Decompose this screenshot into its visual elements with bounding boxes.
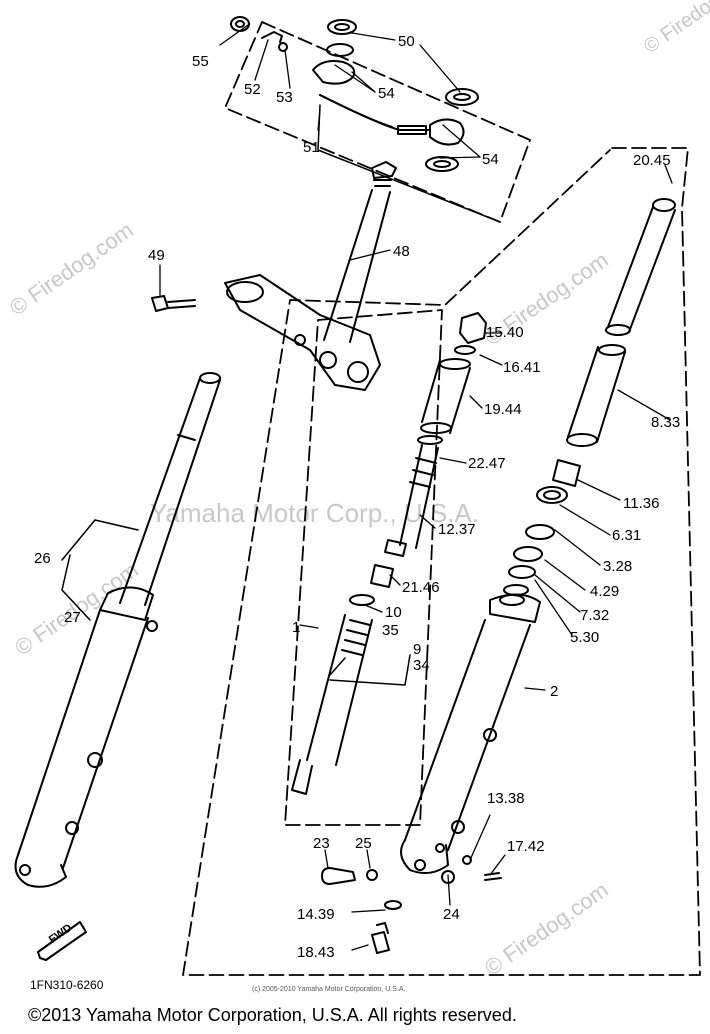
label-11-36: 11.36 xyxy=(623,495,660,512)
washer-22 xyxy=(417,435,443,445)
bracket-right xyxy=(429,118,465,146)
label-18-43: 18.43 xyxy=(297,944,335,961)
washer-3 xyxy=(525,524,555,540)
cap-bolt-15 xyxy=(459,312,487,344)
spacer-19 xyxy=(421,359,471,434)
label-3-28: 3.28 xyxy=(603,558,633,575)
washer-54a xyxy=(326,43,354,57)
label-1: 1 xyxy=(292,619,301,636)
label-12-37: 12.37 xyxy=(438,521,476,538)
label-55: 55 xyxy=(192,53,209,70)
washer-53 xyxy=(278,42,288,52)
seal-6 xyxy=(536,486,568,504)
inner-tube-box xyxy=(284,309,443,826)
nut-55 xyxy=(230,16,250,32)
label-19-44: 19.44 xyxy=(484,401,522,418)
label-5-30: 5.30 xyxy=(570,629,600,646)
slide-bush-8 xyxy=(567,346,626,443)
left-fork xyxy=(14,372,221,888)
label-16-41: 16.41 xyxy=(503,359,541,376)
label-25: 25 xyxy=(355,835,372,852)
inner-parts xyxy=(291,312,487,795)
label-4-29: 4.29 xyxy=(590,583,620,600)
bush-11 xyxy=(552,459,581,487)
oring-16 xyxy=(454,345,476,355)
bracket-left xyxy=(312,60,356,85)
bolt-17 xyxy=(484,872,502,881)
bolt-23 xyxy=(321,867,356,885)
clip-4 xyxy=(513,546,543,562)
outer-tube xyxy=(400,593,541,875)
right-tube xyxy=(503,198,676,596)
dashed-group-outlines xyxy=(182,21,701,976)
label-24: 24 xyxy=(443,906,460,923)
label-10: 10 xyxy=(385,604,402,621)
label-9: 9 xyxy=(413,641,422,658)
label-26: 26 xyxy=(34,550,51,567)
label-49: 49 xyxy=(148,247,165,264)
label-6-31: 6.31 xyxy=(612,527,642,544)
washer-50a xyxy=(327,19,357,35)
label-13-38: 13.38 xyxy=(487,790,525,807)
label-8-33: 8.33 xyxy=(651,414,681,431)
washer-25 xyxy=(366,869,378,881)
label-2: 2 xyxy=(550,683,559,700)
label-7-32: 7.32 xyxy=(580,607,610,624)
label-20-45: 20.45 xyxy=(633,152,671,169)
bracket-lines xyxy=(61,104,491,686)
label-54b: 54 xyxy=(482,151,499,168)
cable xyxy=(319,94,431,131)
label-21-46: 21.46 xyxy=(402,579,440,596)
label-27: 27 xyxy=(64,609,81,626)
copyright-footer: ©2013 Yamaha Motor Corporation, U.S.A. A… xyxy=(28,1005,517,1025)
damper-rod xyxy=(306,614,373,766)
label-51: 51 xyxy=(303,139,320,156)
spring-12 xyxy=(399,444,439,549)
label-35: 35 xyxy=(382,622,399,639)
piece-21b xyxy=(370,564,394,588)
label-14-39: 14.39 xyxy=(297,906,335,923)
part-code: 1FN310-6260 xyxy=(30,978,104,992)
label-52: 52 xyxy=(244,81,261,98)
ring-10 xyxy=(349,594,375,606)
washer-50b xyxy=(445,88,479,106)
label-22-47: 22.47 xyxy=(468,455,506,472)
bolt-49 xyxy=(151,295,169,312)
washer-13 xyxy=(462,855,472,865)
label-15-40: 15.40 xyxy=(486,324,524,341)
bottom-hardware xyxy=(321,855,502,954)
ring-7 xyxy=(508,565,536,579)
steering-stem xyxy=(151,161,397,391)
label-48: 48 xyxy=(393,243,410,260)
bolt-18 xyxy=(371,931,390,954)
washer-24 xyxy=(441,870,455,884)
washer-54b xyxy=(425,156,459,172)
handlebar-group-box xyxy=(224,21,531,223)
bolt-52 xyxy=(261,31,283,43)
fwd-arrow-icon xyxy=(37,921,87,961)
cable-joint xyxy=(397,125,427,135)
piece-21a xyxy=(384,539,407,557)
washer-14 xyxy=(384,900,402,910)
label-53: 53 xyxy=(276,89,293,106)
inner-copyright: (c) 2005-2010 Yamaha Motor Corporation, … xyxy=(252,986,406,993)
handlebar-parts xyxy=(230,16,479,172)
label-34: 34 xyxy=(413,657,430,674)
label-54a: 54 xyxy=(378,85,395,102)
fork-group-box xyxy=(182,147,701,976)
label-17-42: 17.42 xyxy=(507,838,545,855)
label-50: 50 xyxy=(398,33,415,50)
label-23: 23 xyxy=(313,835,330,852)
lower-bracket xyxy=(224,274,381,391)
